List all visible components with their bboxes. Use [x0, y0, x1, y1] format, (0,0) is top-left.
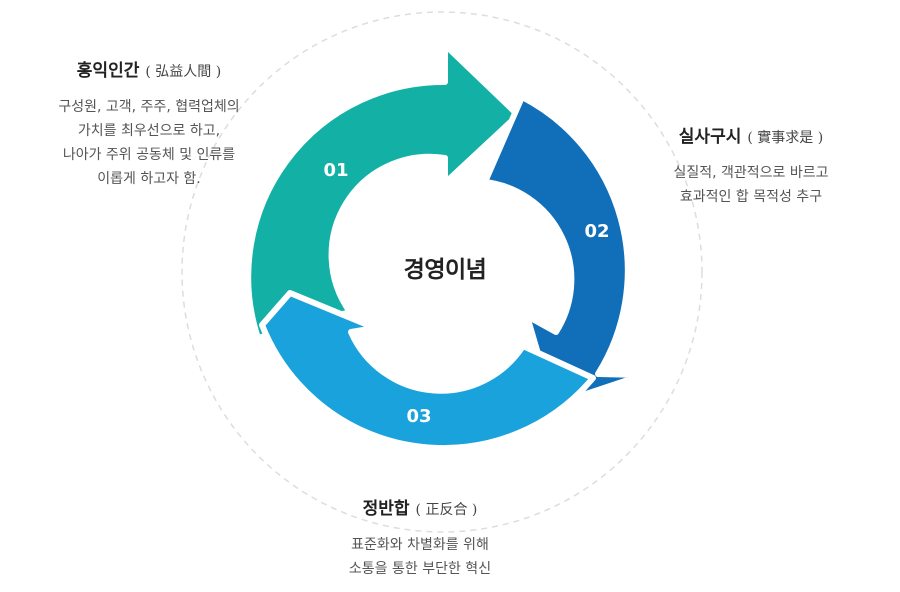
step-3-title: 정반합: [362, 499, 410, 519]
step-1-line: 이롭게 하고자 함.: [97, 171, 201, 187]
step-3-hanja: ( 正反合 ): [415, 502, 478, 518]
step-1-line: 나아가 주위 공동체 및 인류를: [62, 147, 236, 163]
step-1-title-row: 홍익인간 ( 弘益人間 ): [18, 56, 280, 81]
step-2-title-row: 실사구시 ( 實事求是 ): [620, 122, 882, 147]
step-1-title: 홍익인간: [76, 61, 140, 81]
step-1-hanja: ( 弘益人間 ): [145, 64, 222, 80]
step-2-title: 실사구시: [678, 127, 742, 147]
dashed-outer-ring: [181, 11, 703, 533]
step-2-description: 실사구시 ( 實事求是 ) 실질적, 객관적으로 바르고 효과적인 합 목적성 추…: [620, 122, 882, 209]
step-2-number: 02: [584, 221, 610, 242]
step-2-arrow: [482, 94, 646, 408]
step-1-arrow: [245, 42, 521, 341]
step-1-number: 01: [323, 160, 349, 181]
step-3-number: 03: [406, 406, 432, 427]
step-2-hanja: ( 實事求是 ): [747, 130, 824, 146]
step-3-line: 표준화와 차별화를 위해: [351, 537, 489, 553]
step-2-line: 효과적인 합 목적성 추구: [679, 189, 823, 205]
step-3-line: 소통을 통한 부단한 혁신: [348, 561, 492, 577]
step-3-title-row: 정반합 ( 正反合 ): [280, 494, 560, 519]
step-3-description: 정반합 ( 正反合 ) 표준화와 차별화를 위해 소통을 통한 부단한 혁신: [280, 494, 560, 581]
step-1-line: 가치를 최우선으로 하고,: [77, 123, 221, 139]
step-3-arrow: [259, 290, 596, 452]
step-1-line: 구성원, 고객, 주주, 협력업체의: [58, 99, 240, 115]
step-1-description: 홍익인간 ( 弘益人間 ) 구성원, 고객, 주주, 협력업체의 가치를 최우선으…: [18, 56, 280, 191]
step-2-line: 실질적, 객관적으로 바르고: [673, 165, 829, 181]
center-title: 경영이념: [403, 257, 487, 283]
